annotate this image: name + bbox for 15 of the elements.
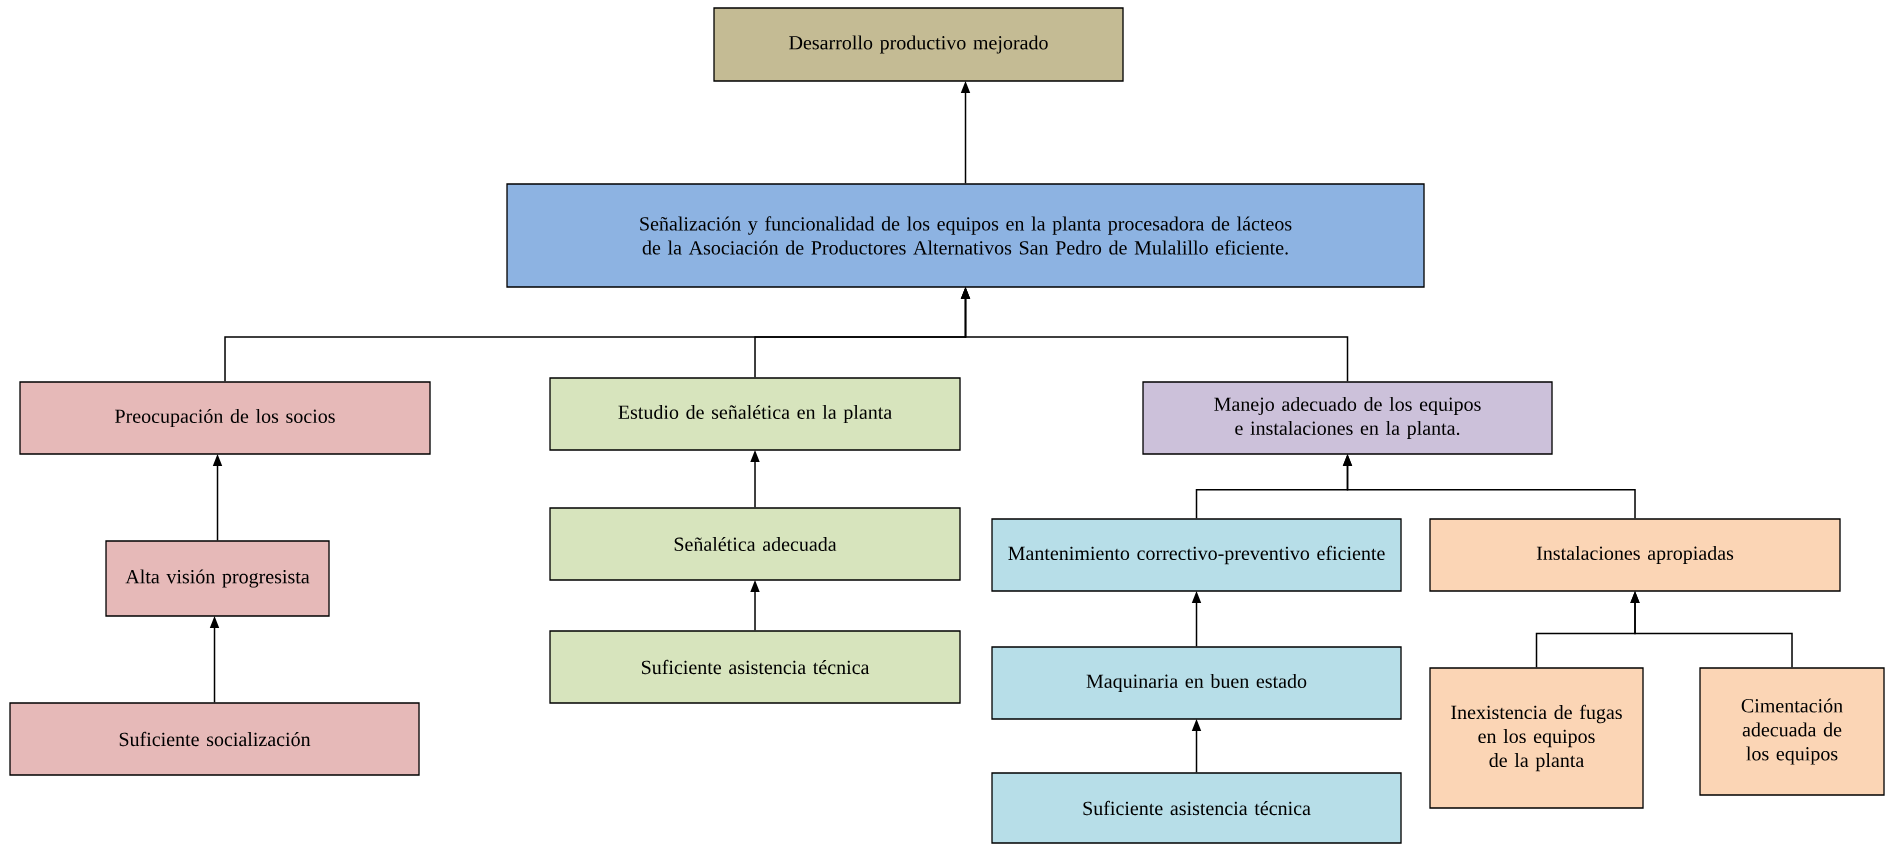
process-box: Suficiente asistencia técnica bbox=[549, 630, 961, 704]
process-box: Suficiente socialización bbox=[9, 702, 420, 776]
process-box: Cimentación adecuada de los equipos bbox=[1699, 667, 1885, 796]
process-box: Desarrollo productivo mejorado bbox=[713, 7, 1124, 82]
process-box: Instalaciones apropiadas bbox=[1429, 518, 1841, 592]
process-box: Suficiente asistencia técnica bbox=[991, 772, 1402, 844]
process-box: Inexistencia de fugas en los equipos de la planta bbox=[1429, 667, 1644, 809]
process-box: Preocupación de los socios bbox=[19, 381, 431, 455]
process-box: Señalética adecuada bbox=[549, 507, 961, 581]
process-box: Mantenimiento correctivo-preventivo eficiente bbox=[991, 518, 1402, 592]
process-box: Maquinaria en buen estado bbox=[991, 646, 1402, 720]
process-box: Señalización y funcionalidad de los equipos en la planta procesadora de lácteos de la Asociación de Productores Alternativos San Pedro de Mulalillo eficiente. bbox=[506, 183, 1425, 288]
process-box: Estudio de señalética en la planta bbox=[549, 377, 961, 451]
process-box: Alta visión progresista bbox=[105, 540, 330, 617]
process-box: Manejo adecuado de los equipos e instalaciones en la planta. bbox=[1142, 381, 1553, 455]
